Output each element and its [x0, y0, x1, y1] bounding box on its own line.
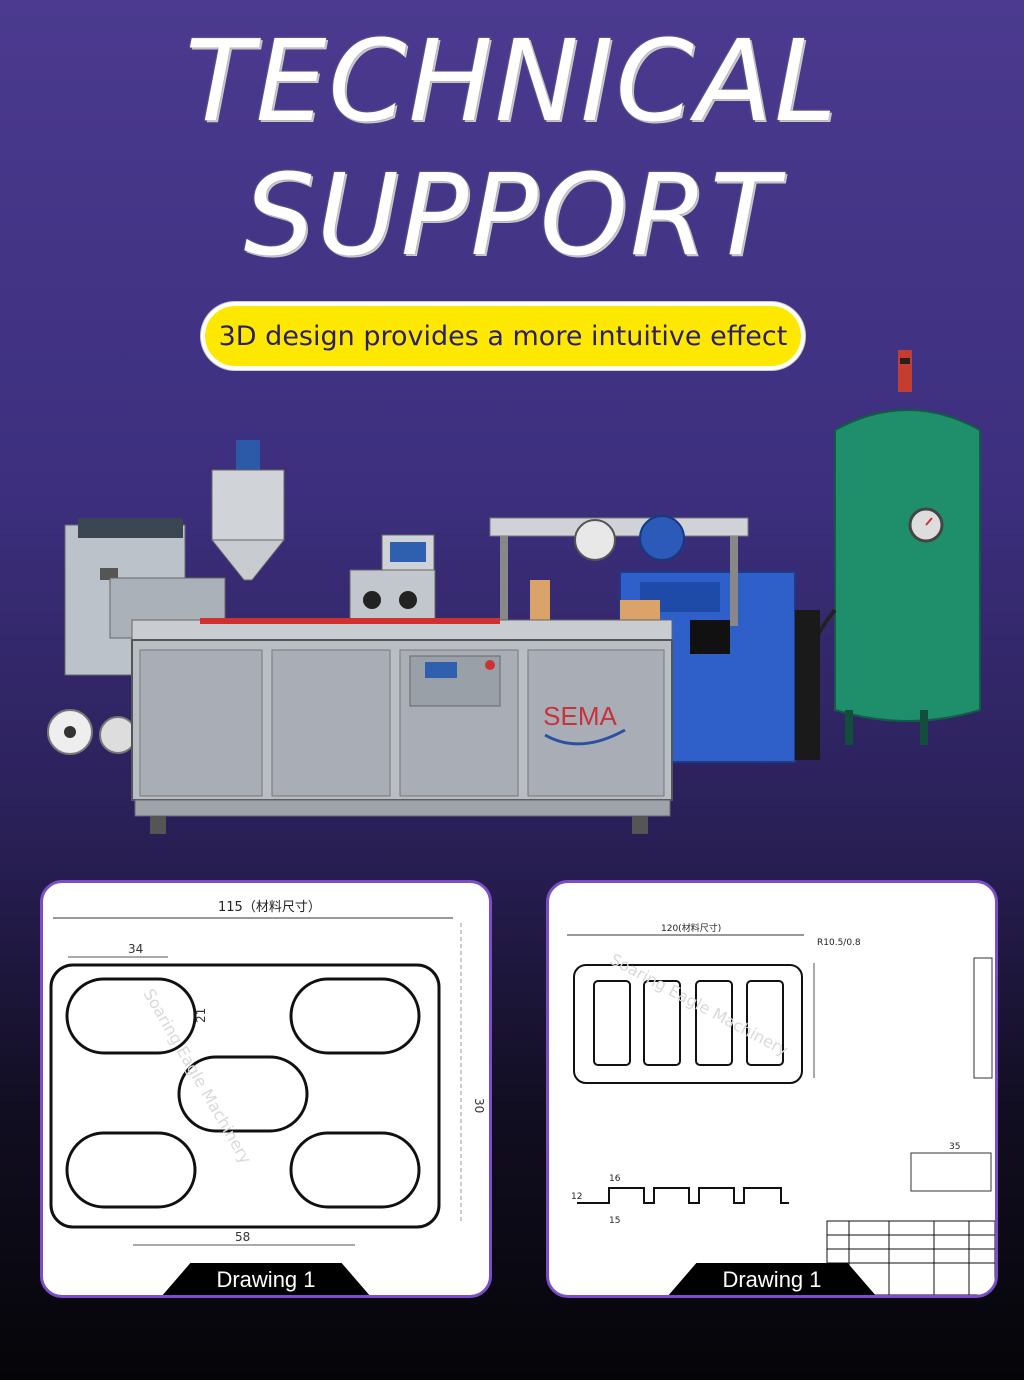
subtitle-pill: 3D design provides a more intuitive effe…: [205, 306, 801, 366]
dim-15: 15: [609, 1216, 620, 1226]
dim-30: 30: [472, 1098, 486, 1113]
dim-35: 35: [949, 1142, 960, 1152]
technical-drawing-right: 120(材料尺寸) R10.5/0.8 35 16 15 12 Soaring …: [567, 922, 995, 1295]
dim-width: 115（材料尺寸）: [218, 900, 321, 915]
dim-12: 12: [571, 1192, 582, 1202]
air-tank: [798, 350, 981, 745]
blister-machine-illustration: SEMA: [47, 350, 981, 834]
title-line-2: SUPPORT: [243, 151, 781, 281]
dim-21: 21: [194, 1008, 208, 1023]
dim-120: 120(材料尺寸): [661, 922, 721, 934]
watermark-right: Soaring Eagle Machinery: [607, 950, 791, 1060]
title-line-1: TECHNICAL: [185, 17, 839, 147]
drawing-panel-right: 120(材料尺寸) R10.5/0.8 35 16 15 12 Soaring …: [546, 880, 998, 1298]
control-box: [349, 534, 436, 621]
subtitle-text: 3D design provides a more intuitive effe…: [218, 320, 788, 352]
hopper: [210, 440, 286, 581]
main-cabinet: SEMA: [131, 618, 673, 834]
forming-station: [489, 515, 749, 626]
drawing-panel-left: 115（材料尺寸） 34 21 58 30 Soaring Eagle Mach…: [40, 880, 492, 1298]
drawing-caption-left: Drawing 1: [161, 1263, 371, 1295]
dim-34: 34: [128, 942, 143, 956]
dim-16: 16: [609, 1174, 621, 1184]
drawing-caption-right: Drawing 1: [667, 1263, 877, 1295]
dim-radius: R10.5/0.8: [817, 938, 861, 948]
dim-58: 58: [235, 1230, 250, 1244]
machine-brand-logo: SEMA: [543, 701, 617, 731]
technical-drawing-left: 115（材料尺寸） 34 21 58 30 Soaring Eagle Mach…: [49, 900, 486, 1246]
